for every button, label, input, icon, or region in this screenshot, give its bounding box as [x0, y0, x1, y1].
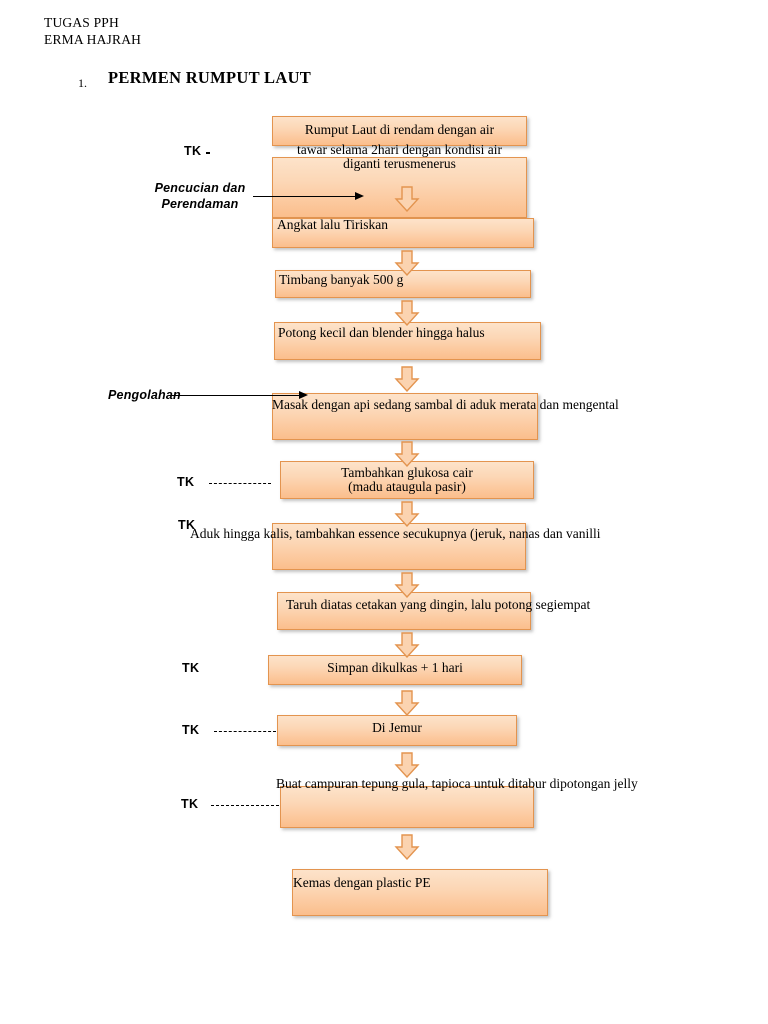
down-arrow-4	[394, 366, 420, 393]
flow-text-5: Masak dengan api sedang sambal di aduk m…	[272, 397, 619, 412]
document-header: TUGAS PPH ERMA HAJRAH	[44, 14, 141, 48]
down-arrow-6	[394, 501, 420, 528]
tk-label-4: TK	[182, 661, 200, 675]
callout-pencucian: Pencucian dan Perendaman	[148, 180, 252, 212]
flow-box-1	[272, 116, 527, 146]
flow-box-12	[280, 786, 534, 828]
flow-box-13	[292, 869, 548, 916]
tk-label-3: TK	[178, 518, 196, 532]
callout-pengolahan-line-1: Pengolahan	[108, 388, 181, 402]
tk-label-1: TK	[184, 144, 202, 158]
down-arrow-7	[394, 572, 420, 599]
flow-text-8: Taruh diatas cetakan yang dingin, lalu p…	[286, 597, 591, 612]
flow-box-7	[280, 461, 534, 499]
down-arrow-10	[394, 752, 420, 779]
flow-text-1b: tawar selama 2hari dengan kondisi air	[296, 142, 503, 157]
flow-text-2: Angkat lalu Tiriskan	[277, 217, 389, 232]
title-number: 1.	[78, 76, 87, 90]
tk-leader-2	[209, 483, 271, 484]
flow-text-11: Buat campuran tepung gula, tapioca untuk…	[276, 776, 638, 791]
flow-box-8	[272, 523, 526, 570]
flow-text-1c: diganti terusmenerus	[343, 156, 456, 171]
title-text: PERMEN RUMPUT LAUT	[108, 68, 312, 87]
tk-label-2: TK	[177, 475, 195, 489]
header-line-1: TUGAS PPH	[44, 15, 119, 30]
flow-text-1: Rumput Laut di rendam dengan air	[304, 122, 495, 137]
callout-pencucian-arrowhead	[355, 192, 364, 200]
flow-text-9: Simpan dikulkas + 1 hari	[327, 660, 463, 675]
callout-pengolahan-line	[172, 395, 300, 396]
flow-box-6	[272, 393, 538, 440]
tk-marker-1	[206, 152, 210, 154]
tk-leader-6	[211, 805, 279, 806]
header-line-2: ERMA HAJRAH	[44, 32, 142, 47]
down-arrow-1	[394, 186, 420, 213]
flow-box-10	[268, 655, 522, 685]
flow-box-11	[277, 715, 517, 746]
down-arrow-8	[394, 632, 420, 659]
callout-pengolahan-arrowhead	[299, 391, 308, 399]
down-arrow-11	[394, 834, 420, 861]
flow-text-6b: (madu ataugula pasir)	[348, 479, 466, 494]
flow-box-5	[274, 322, 541, 360]
down-arrow-2	[394, 250, 420, 277]
flow-text-3: Timbang banyak 500 g	[279, 272, 404, 287]
flow-text-6a: Tambahkan glukosa cair	[341, 465, 473, 480]
down-arrow-5	[394, 441, 420, 468]
down-arrow-3	[394, 300, 420, 327]
flow-text-12: Kemas dengan plastic PE	[293, 875, 431, 890]
tk-label-6: TK	[181, 797, 199, 811]
callout-pencucian-line-1: Pencucian dan	[154, 181, 246, 195]
flow-text-10: Di Jemur	[372, 720, 422, 735]
callout-pencucian-line-2: Perendaman	[161, 197, 239, 211]
flow-box-3	[272, 218, 534, 248]
tk-leader-5	[214, 731, 276, 732]
flow-text-7: Aduk hingga kalis, tambahkan essence sec…	[190, 526, 601, 541]
callout-pengolahan: Pengolahan	[108, 387, 181, 403]
tk-label-5: TK	[182, 723, 200, 737]
callout-pencucian-line	[253, 196, 356, 197]
flow-box-2	[272, 157, 527, 218]
flow-text-4: Potong kecil dan blender hingga halus	[278, 325, 485, 340]
page-title: 1. PERMEN RUMPUT LAUT	[78, 68, 312, 90]
down-arrow-9	[394, 690, 420, 717]
